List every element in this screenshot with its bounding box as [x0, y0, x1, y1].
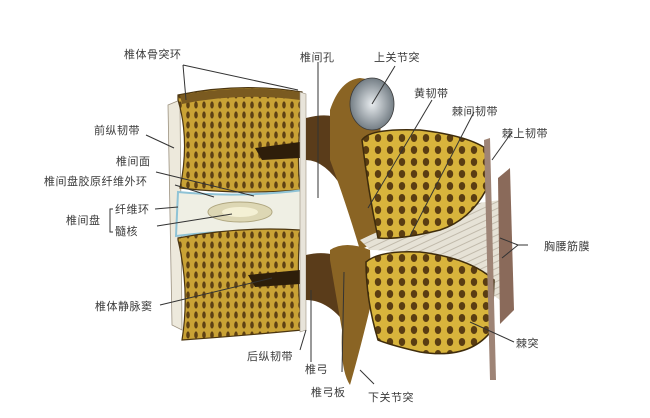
label-annulus-fibrosus: 纤维环 — [115, 203, 150, 216]
label-lamina: 椎弓板 — [311, 386, 346, 399]
label-thoracolumbar-fascia: 胸腰筋膜 — [544, 240, 590, 253]
label-basivertebral-vein-sinus: 椎体静脉窦 — [95, 300, 153, 313]
upper-vertebral-body — [177, 87, 303, 193]
label-interspinous-ligament: 棘间韧带 — [452, 105, 498, 118]
label-posterior-longitudinal-ligament: 后纵韧带 — [247, 350, 293, 363]
label-vertebral-arch: 椎弓 — [305, 363, 328, 376]
thoracolumbar-fascia — [498, 168, 514, 324]
label-intervertebral-disc: 椎间盘 — [66, 214, 101, 227]
label-inferior-articular-process: 下关节突 — [368, 391, 414, 404]
lower-spinous-process — [365, 250, 495, 355]
posterior-longitudinal-ligament — [299, 91, 307, 333]
label-superior-articular-process: 上关节突 — [374, 51, 420, 64]
label-ligamentum-flavum: 黄韧带 — [414, 87, 449, 100]
disc-bracket — [109, 208, 113, 233]
leader-lines — [145, 62, 528, 385]
label-intervertebral-surface: 椎间面 — [116, 155, 151, 168]
label-anterior-longitudinal-ligament: 前纵韧带 — [94, 124, 140, 137]
upper-spinous-process — [361, 128, 489, 240]
lower-vertebral-body — [177, 228, 303, 341]
label-supraspinous-ligament: 棘上韧带 — [502, 127, 548, 140]
label-intervertebral-foramen: 椎间孔 — [300, 51, 335, 64]
anterior-longitudinal-ligament — [167, 99, 183, 331]
label-nucleus-pulposus: 髓核 — [115, 225, 138, 238]
supraspinous-ligament — [484, 138, 496, 380]
label-disc-outer-collagen-ring: 椎间盘胶原纤维外环 — [44, 175, 148, 188]
label-vertebral-ring-apophysis: 椎体骨突环 — [124, 48, 182, 61]
label-spinous-process: 棘突 — [516, 337, 539, 350]
